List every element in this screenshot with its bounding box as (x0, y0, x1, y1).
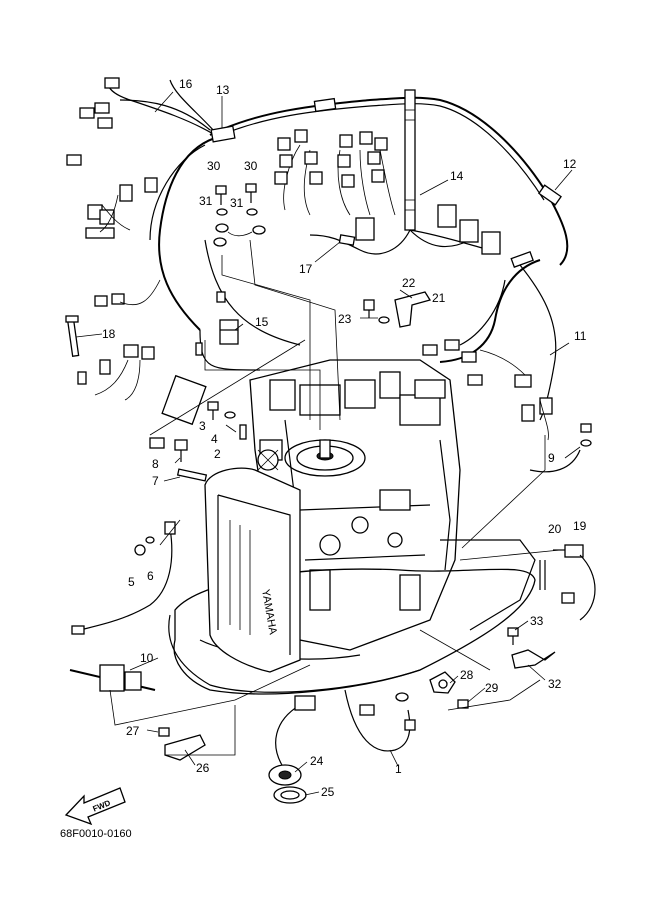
bracket-32-33 (507, 627, 556, 669)
parts-7-8 (174, 439, 208, 482)
callout-29: 29 (485, 681, 499, 695)
connector-cluster-top (66, 77, 501, 255)
bolts-30-31 (213, 183, 266, 247)
callout-9: 9 (548, 451, 555, 465)
callout-13: 13 (216, 83, 230, 97)
bracket-21 (363, 291, 432, 328)
parts-5-6 (71, 521, 176, 635)
callout-25: 25 (321, 785, 335, 799)
callout-10: 10 (140, 651, 154, 665)
callout-18: 18 (102, 327, 116, 341)
callout-19: 19 (573, 519, 587, 533)
callout-3: 3 (199, 419, 206, 433)
callout-28: 28 (460, 668, 474, 682)
callout-8: 8 (152, 457, 159, 471)
callout-2: 2 (214, 447, 221, 461)
callout-26: 26 (196, 761, 210, 775)
parts-2-3-4 (149, 374, 247, 449)
drawing-code: 68F0010-0160 (60, 828, 132, 840)
callout-21: 21 (432, 291, 446, 305)
cable-tie-18 (65, 315, 80, 357)
callout-6: 6 (147, 569, 154, 583)
part-9 (529, 423, 592, 473)
callout-14: 14 (450, 169, 464, 183)
callout-20: 20 (548, 522, 562, 536)
callout-30b: 30 (244, 159, 258, 173)
callout-7: 7 (152, 474, 159, 488)
battery-lead-10 (69, 664, 156, 692)
plate-26 (158, 727, 206, 761)
callout-33: 33 (530, 614, 544, 628)
hose-1 (344, 689, 416, 752)
callout-32: 32 (548, 677, 562, 691)
bracket-28-29 (429, 671, 469, 709)
leader-lines (75, 91, 581, 796)
callout-22: 22 (402, 276, 416, 290)
callout-4: 4 (211, 432, 218, 446)
sensor-19-20 (539, 544, 596, 621)
fwd-arrow-icon: FWD (64, 787, 126, 826)
callout-27: 27 (126, 724, 140, 738)
callout-31a: 31 (199, 194, 213, 208)
callout-15: 15 (255, 315, 269, 329)
callout-23: 23 (338, 312, 352, 326)
callout-16: 16 (179, 77, 193, 91)
callout-labels: 16 13 12 30 30 31 31 14 17 22 21 23 15 1… (102, 77, 587, 799)
grommet-24-25 (268, 695, 316, 804)
callout-31b: 31 (230, 196, 244, 210)
callout-1: 1 (395, 762, 402, 776)
callout-24: 24 (310, 754, 324, 768)
callout-5: 5 (128, 575, 135, 589)
callout-30a: 30 (207, 159, 221, 173)
callout-11: 11 (574, 329, 587, 343)
clamp-15 (195, 291, 239, 356)
flywheel-cover: YAMAHA (204, 467, 301, 673)
connector-cluster-left (77, 177, 161, 401)
connector-cluster-right (422, 339, 553, 441)
callout-12: 12 (563, 157, 577, 171)
callout-17: 17 (299, 262, 313, 276)
